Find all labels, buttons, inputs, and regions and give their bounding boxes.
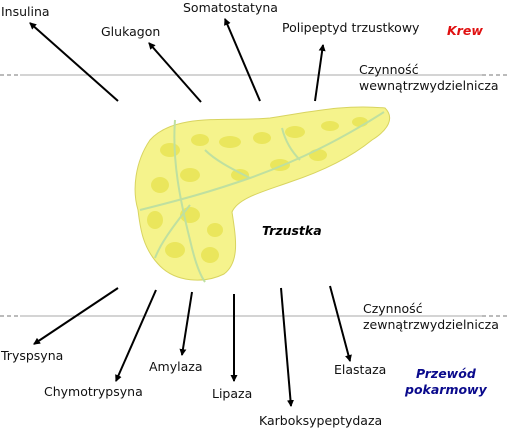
blood-zone-title: Krew <box>447 23 483 38</box>
gut-zone-title: Przewód pokarmowy <box>405 366 487 398</box>
arrow-tryspsyna <box>33 287 119 345</box>
arrow-elastaza <box>329 285 352 363</box>
hormone-label-insulina: Insulina <box>1 4 50 19</box>
arrow-insulina <box>29 22 119 102</box>
arrow-somatostatyna <box>224 18 261 102</box>
enzyme-label-karboksypeptydaza: Karboksypeptydaza <box>259 413 383 428</box>
gut-zone-title-line-2: pokarmowy <box>405 382 487 397</box>
arrow-glukagon <box>148 42 202 103</box>
exocrine-function-label-line-1: Czynność <box>363 301 423 316</box>
endocrine-function-label: Czynność wewnątrzwydzielnicza <box>359 62 499 94</box>
exocrine-function-label-line-2: zewnątrzwydzielnicza <box>363 317 499 332</box>
arrow-karboksypeptydaza <box>280 287 294 408</box>
arrow-chymotrypsyna <box>115 289 157 382</box>
hormone-label-glukagon: Glukagon <box>101 24 161 39</box>
enzyme-label-lipaza: Lipaza <box>212 386 253 401</box>
exocrine-function-label: Czynność zewnątrzwydzielnicza <box>363 301 499 333</box>
hormone-label-somatostatyna: Somatostatyna <box>183 0 278 15</box>
gut-zone-title-line-1: Przewód <box>415 366 476 381</box>
enzyme-label-chymotrypsyna: Chymotrypsyna <box>44 384 143 399</box>
endocrine-function-label-line-1: Czynność <box>359 62 419 77</box>
hormone-label-polipeptyd: Polipeptyd trzustkowy <box>282 20 420 35</box>
arrow-amylaza <box>179 291 193 357</box>
organ-label: Trzustka <box>262 223 322 238</box>
enzyme-label-amylaza: Amylaza <box>149 359 203 374</box>
enzyme-label-tryspsyna: Tryspsyna <box>1 348 64 363</box>
pancreas-illustration <box>134 106 390 283</box>
enzyme-label-elastaza: Elastaza <box>334 362 387 377</box>
endocrine-function-label-line-2: wewnątrzwydzielnicza <box>359 78 499 93</box>
arrow-polipeptyd <box>314 43 326 102</box>
